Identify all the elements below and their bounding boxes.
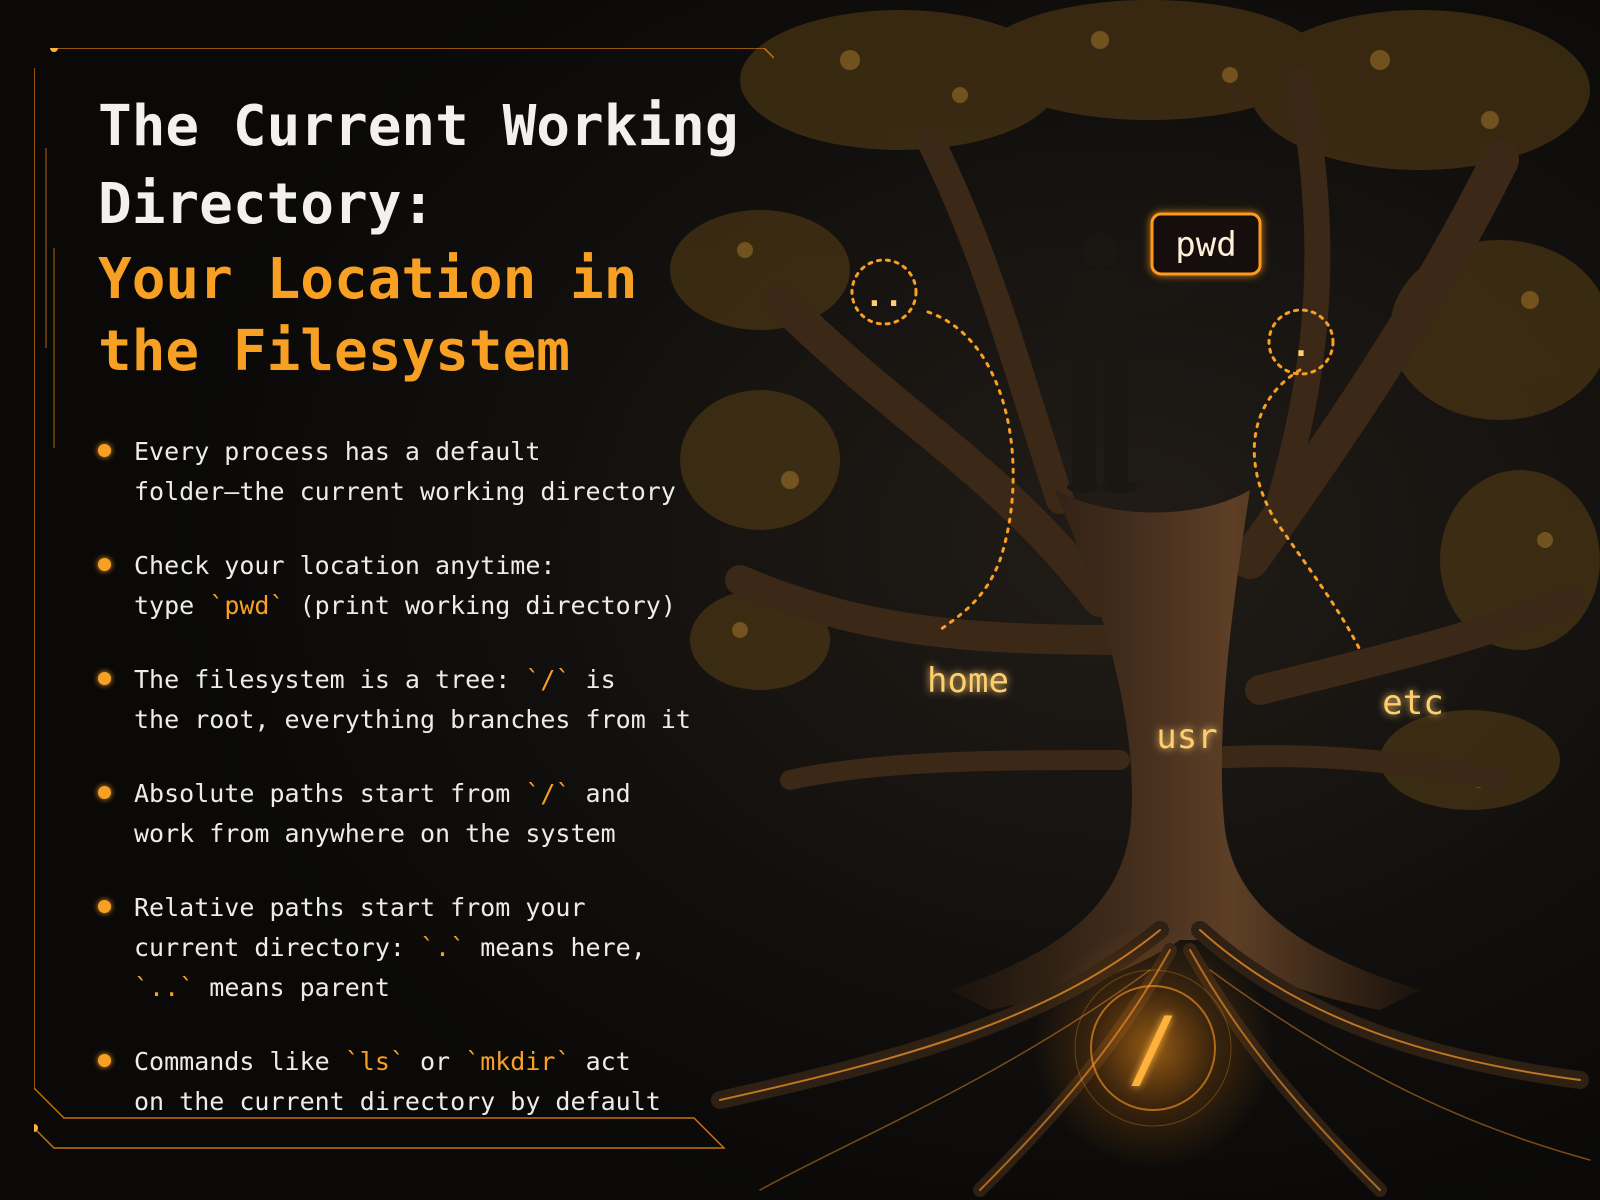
bullet-line: Every process has a default	[134, 432, 758, 472]
bullet-text: the root, everything branches from it	[134, 705, 691, 734]
bullet-text: is	[570, 665, 616, 694]
bullet-text: means here,	[465, 933, 646, 962]
parent-dir-marker	[850, 258, 918, 326]
bullet-text: or	[404, 1047, 466, 1076]
bullet-text: on the current directory by default	[134, 1087, 661, 1116]
bullet-dot-icon	[98, 1054, 111, 1067]
bullet-text: (print working directory)	[284, 591, 676, 620]
text-panel: The Current Working Directory: Your Loca…	[34, 48, 774, 1158]
bullet-dot-icon	[98, 672, 111, 685]
branches	[725, 67, 1585, 791]
bullet-text: and	[570, 779, 631, 808]
bullet-line: Absolute paths start from `/` and	[134, 774, 758, 814]
bullet-line: Check your location anytime:	[134, 546, 758, 586]
bullet-text: work from anywhere on the system	[134, 819, 616, 848]
parent-dir-label: ..	[865, 276, 904, 314]
tree-trunk	[950, 490, 1420, 1010]
branch-label-home: home	[927, 661, 1009, 701]
bullet-item: Absolute paths start from `/` and work fr…	[98, 774, 758, 854]
bullet-line: on the current directory by default	[134, 1082, 758, 1122]
bullet-item: Commands like `ls` or `mkdir` act on the …	[98, 1042, 758, 1122]
frame-glow-dot	[34, 1124, 38, 1132]
person-silhouette	[1060, 232, 1190, 493]
current-dir-marker	[1267, 308, 1335, 376]
bullet-text: Relative paths start from your	[134, 893, 586, 922]
inline-code: `..`	[134, 973, 195, 1002]
bullet-dot-icon	[98, 900, 111, 913]
bullet-text: act	[570, 1047, 631, 1076]
bullet-text: means parent	[194, 973, 390, 1002]
bullet-text: Check your location anytime:	[134, 551, 556, 580]
inline-code: `ls`	[344, 1047, 405, 1076]
bullet-item: Check your location anytime: type `pwd` (…	[98, 546, 758, 626]
inline-code: `mkdir`	[465, 1047, 571, 1076]
branch-label-usr: usr	[1156, 717, 1217, 757]
bullet-dot-icon	[98, 786, 111, 799]
bullet-line: type `pwd` (print working directory)	[134, 586, 758, 626]
bullet-dot-icon	[98, 444, 111, 457]
bullet-text: current directory:	[134, 933, 420, 962]
title-line-3: Your Location in	[98, 247, 638, 312]
bullet-line: `..` means parent	[134, 968, 758, 1008]
pwd-command-box	[1150, 212, 1262, 276]
bullet-item: Every process has a default folder—the cu…	[98, 432, 758, 512]
pwd-command-text: pwd	[1175, 225, 1236, 265]
bullet-line: Relative paths start from your	[134, 888, 758, 928]
current-dir-label: .	[1291, 326, 1310, 364]
bullet-line: folder—the current working directory	[134, 472, 758, 512]
root-ring	[1090, 985, 1216, 1111]
bullet-list: Every process has a default folder—the cu…	[98, 432, 758, 1122]
bullet-text: folder—the current working directory	[134, 477, 676, 506]
branch-label-etc: etc	[1382, 683, 1443, 723]
bullet-line: work from anywhere on the system	[134, 814, 758, 854]
panel-frame	[34, 48, 774, 1149]
inline-code: `pwd`	[209, 591, 285, 620]
title-line-4: the Filesystem	[98, 319, 571, 384]
page-title: The Current Working Directory: Your Loca…	[98, 88, 758, 388]
dotted-paths	[926, 310, 1362, 652]
bullet-text: Every process has a default	[134, 437, 541, 466]
root-glyph: /	[1127, 999, 1179, 1099]
bullet-item: Relative paths start from your current di…	[98, 888, 758, 1008]
bullet-item: The filesystem is a tree: `/` is the root…	[98, 660, 758, 740]
bullet-text: Commands like	[134, 1047, 345, 1076]
bullet-line: Commands like `ls` or `mkdir` act	[134, 1042, 758, 1082]
leaf-highlights	[732, 31, 1553, 788]
bullet-line: current directory: `.` means here,	[134, 928, 758, 968]
title-line-1: The Current Working	[98, 94, 739, 159]
bullet-line: The filesystem is a tree: `/` is	[134, 660, 758, 700]
frame-glow-dot	[50, 48, 58, 52]
bullet-text: type	[134, 591, 210, 620]
foliage	[670, 0, 1600, 810]
inline-code: `.`	[419, 933, 466, 962]
title-line-2: Directory:	[98, 172, 436, 237]
inline-code: `/`	[525, 665, 571, 694]
bullet-text: Absolute paths start from	[134, 779, 526, 808]
bullet-line: the root, everything branches from it	[134, 700, 758, 740]
inline-code: `/`	[525, 779, 571, 808]
bullet-text: The filesystem is a tree:	[134, 665, 526, 694]
bullet-dot-icon	[98, 558, 111, 571]
